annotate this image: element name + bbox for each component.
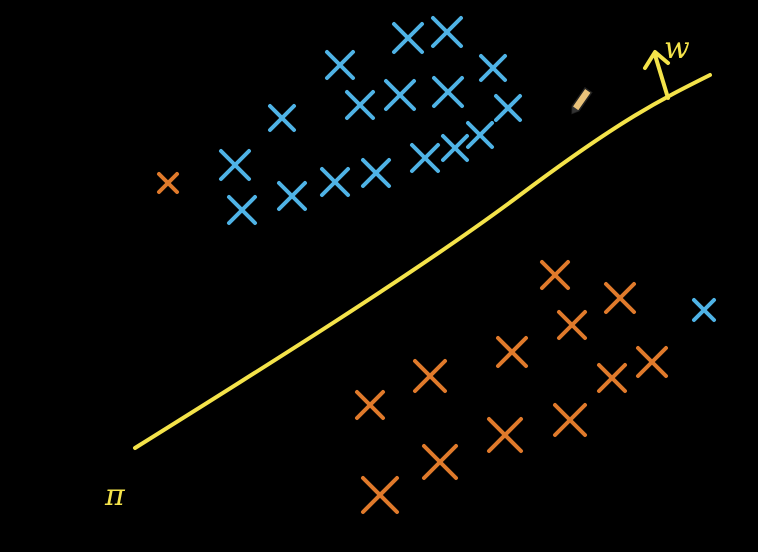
positive-point bbox=[410, 143, 440, 173]
positive-point bbox=[384, 79, 416, 111]
negative-point bbox=[553, 403, 587, 437]
positive-point bbox=[320, 167, 350, 197]
positive-point bbox=[219, 149, 251, 181]
negative-point bbox=[487, 417, 523, 453]
plane-label: π bbox=[104, 478, 126, 513]
positive-point bbox=[325, 50, 355, 80]
positive-point bbox=[441, 134, 469, 162]
negative-point bbox=[361, 476, 399, 514]
positive-point bbox=[392, 22, 424, 54]
negative-point bbox=[604, 282, 636, 314]
positive-point-outlier bbox=[692, 298, 716, 322]
positive-point bbox=[431, 16, 463, 48]
normal-label: w bbox=[664, 31, 690, 66]
negative-point bbox=[422, 444, 458, 480]
positive-class-points bbox=[219, 16, 716, 322]
negative-point bbox=[597, 363, 627, 393]
negative-point-outlier bbox=[157, 172, 179, 194]
pencil-cursor-icon bbox=[571, 86, 593, 115]
positive-point bbox=[466, 121, 494, 149]
positive-point bbox=[277, 181, 307, 211]
hyperplane-line bbox=[133, 73, 712, 450]
positive-point bbox=[361, 158, 391, 188]
negative-class-points bbox=[157, 172, 668, 514]
negative-point bbox=[413, 359, 447, 393]
negative-point bbox=[557, 310, 587, 340]
negative-point bbox=[636, 346, 668, 378]
positive-point bbox=[479, 54, 507, 82]
positive-point bbox=[227, 195, 257, 225]
positive-point bbox=[345, 90, 375, 120]
positive-point bbox=[494, 94, 522, 122]
negative-point bbox=[355, 390, 385, 420]
positive-point bbox=[268, 104, 296, 132]
positive-point bbox=[432, 76, 464, 108]
negative-point bbox=[540, 260, 570, 290]
negative-point bbox=[496, 336, 528, 368]
normal-vector-arrow bbox=[643, 50, 670, 100]
